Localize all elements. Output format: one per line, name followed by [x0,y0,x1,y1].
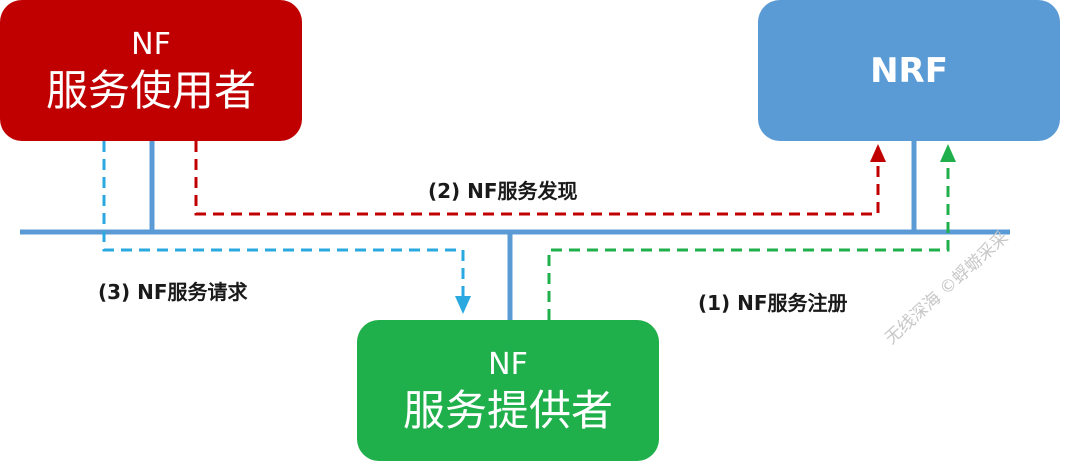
nrf-label: NRF [870,50,948,91]
consumer-line1: NF [131,26,171,62]
producer-line1: NF [488,346,528,382]
request-label: (3) NF服务请求 [98,280,248,304]
nf-service-consumer-box: NF 服务使用者 [0,0,302,141]
request-arrowhead [455,296,471,314]
register-path [547,162,950,320]
register-label: (1) NF服务注册 [698,291,848,315]
discovery-path [194,141,880,216]
request-path [102,141,465,296]
register-arrowhead [940,144,956,162]
producer-line2: 服务提供者 [402,385,613,435]
discovery-label: (2) NF服务发现 [428,179,578,203]
nf-service-producer-box: NF 服务提供者 [357,320,659,461]
nrf-box: NRF [758,0,1060,141]
consumer-line2: 服务使用者 [45,65,256,115]
discovery-arrowhead [870,144,886,162]
